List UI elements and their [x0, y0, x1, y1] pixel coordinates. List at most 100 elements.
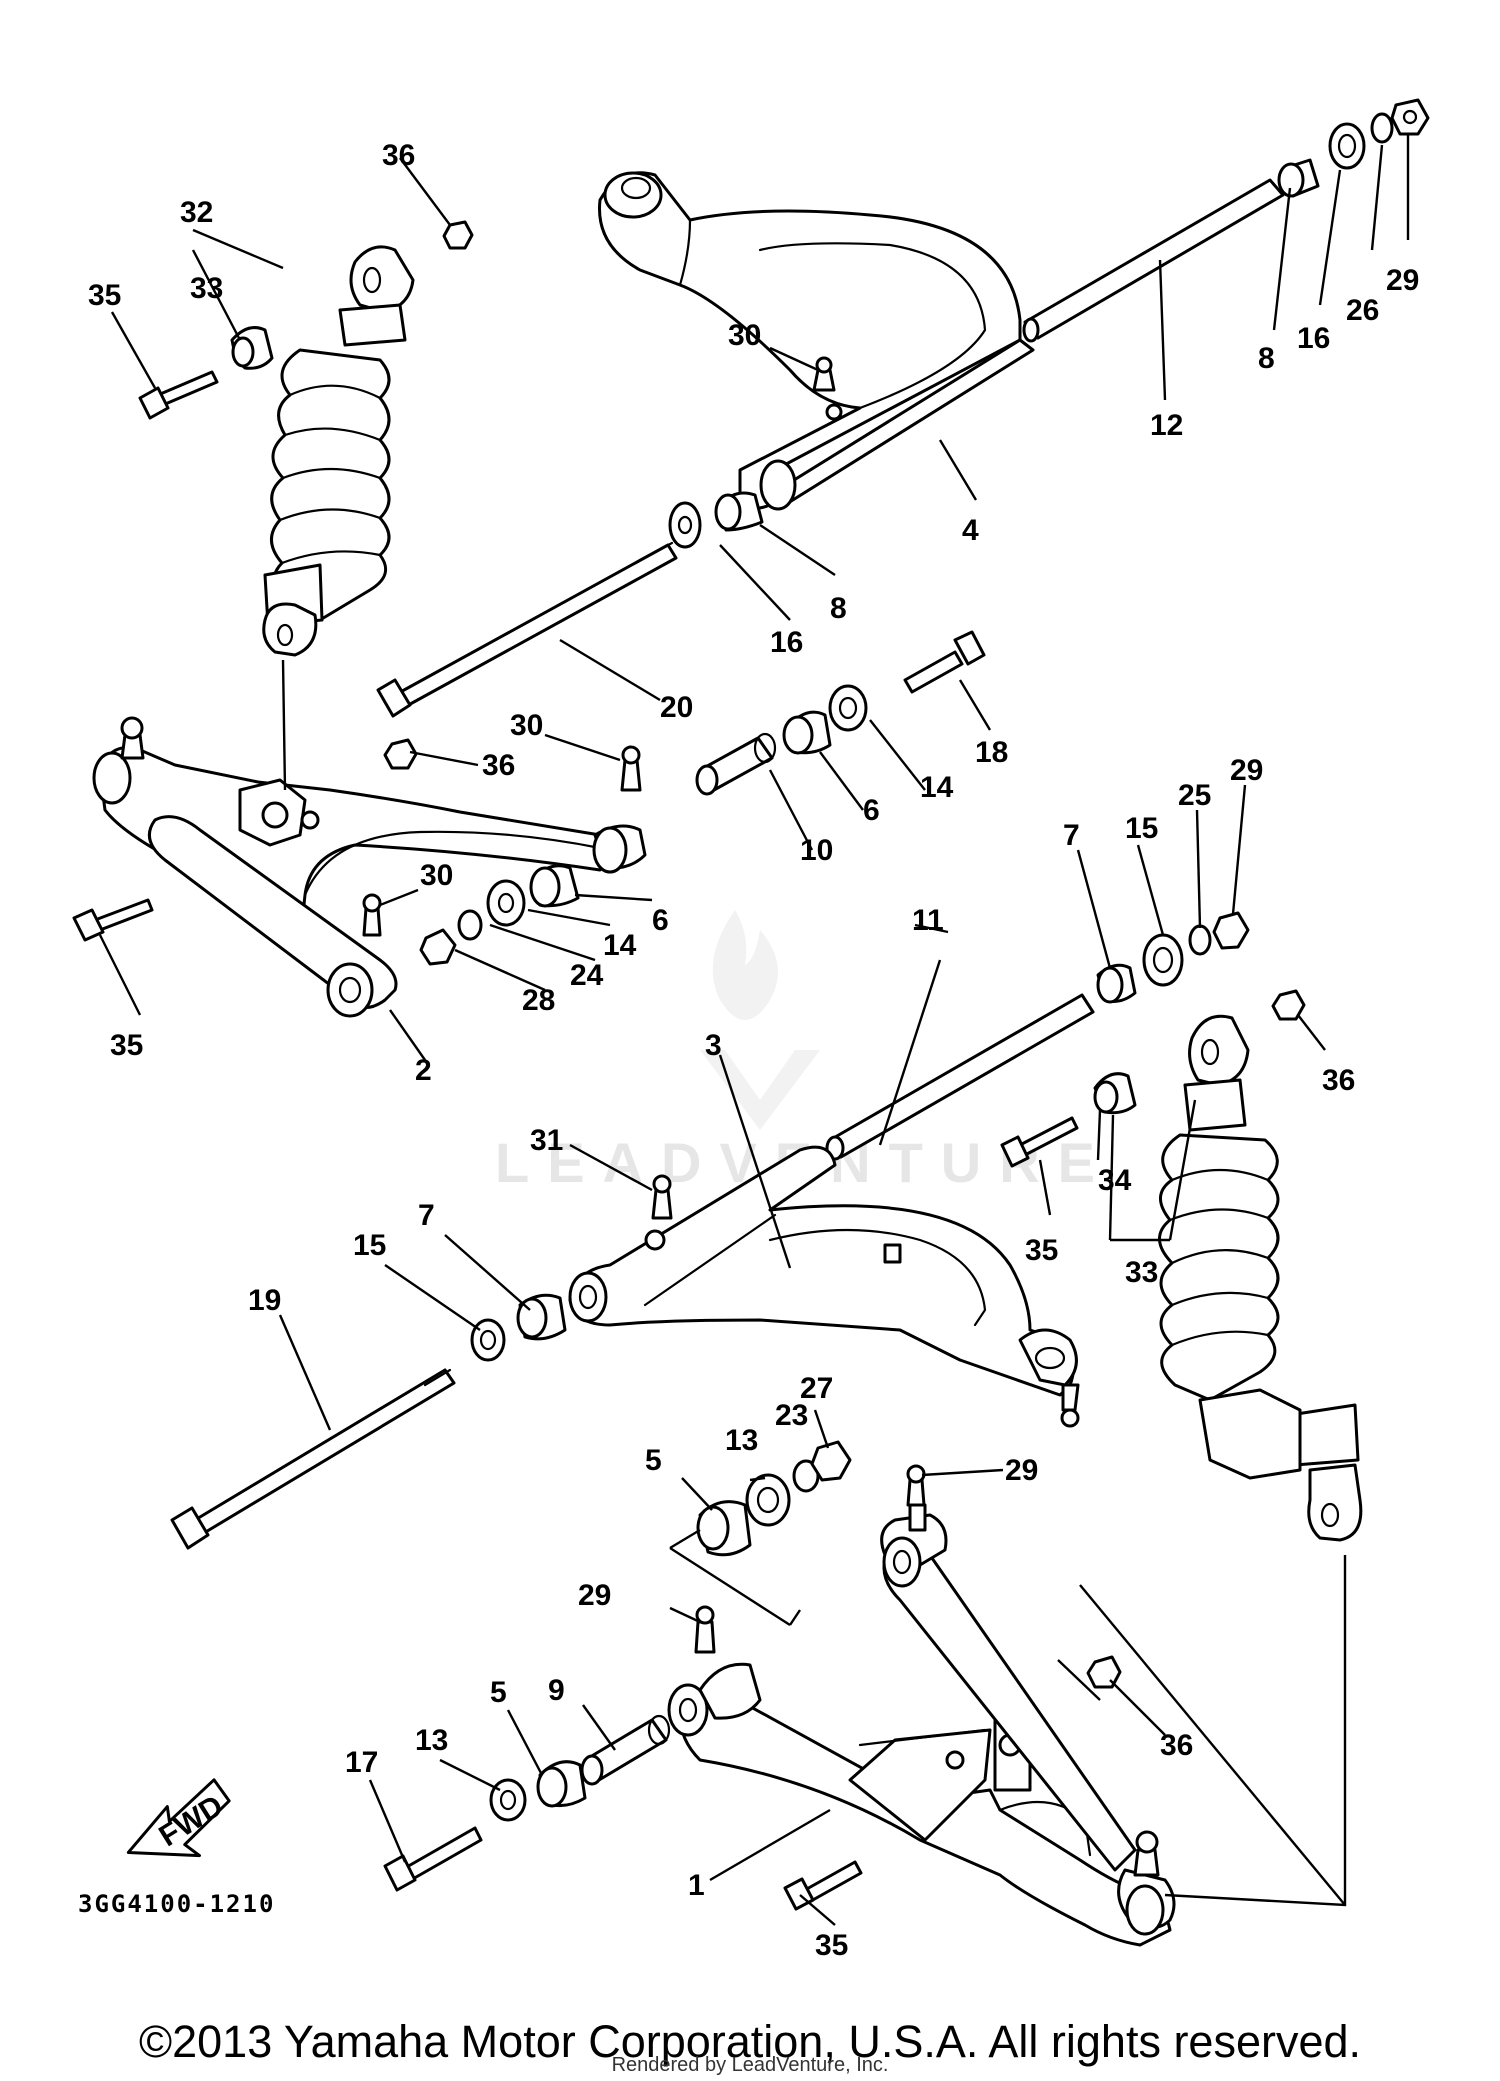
- callout-27: 29: [1230, 754, 1263, 787]
- callout-21: 23: [775, 1399, 808, 1432]
- callout-33-b: 33: [1125, 1256, 1158, 1289]
- callout-5-b: 5: [490, 1676, 507, 1709]
- washer-13-lower[interactable]: [489, 1778, 527, 1822]
- callout-8-b: 8: [830, 592, 847, 625]
- callout-35-c: 35: [1025, 1234, 1058, 1267]
- bush-6-upper[interactable]: [782, 710, 832, 755]
- washer-14-upper[interactable]: [828, 684, 868, 732]
- callout-30-b: 30: [420, 859, 453, 892]
- bush-7-right[interactable]: [1096, 963, 1137, 1004]
- exploded-view-drawing: LEADVENTURE: [72, 98, 1430, 1962]
- callout-1: 1: [688, 1869, 705, 1902]
- callout-19: 19: [248, 1284, 281, 1317]
- bolt-35-lower-left[interactable]: [72, 898, 154, 942]
- nut-26[interactable]: [419, 928, 457, 966]
- callout-15-a: 15: [1125, 812, 1158, 845]
- callout-13-b: 13: [415, 1724, 448, 1757]
- grease-nipple-29-upper[interactable]: [906, 1464, 926, 1507]
- nut-36-bottom[interactable]: [1086, 1655, 1122, 1689]
- copyright-notice: ©2013 Yamaha Motor Corporation, U.S.A. A…: [138, 2016, 1362, 2067]
- callout-6-a: 6: [863, 794, 880, 827]
- callout-36-a: 36: [382, 139, 415, 172]
- shock-absorber-left[interactable]: [262, 245, 415, 657]
- callout-20: 20: [660, 691, 693, 724]
- nut-36-mid-left[interactable]: [383, 738, 418, 770]
- grease-nipple-30-upper[interactable]: [620, 745, 642, 792]
- fwd-arrow-icon: [126, 1778, 231, 1858]
- long-bolt-20[interactable]: [376, 541, 678, 718]
- nut-25[interactable]: [810, 1440, 852, 1482]
- callout-23: 25: [1178, 779, 1211, 812]
- grease-nipple-30-lower[interactable]: [362, 893, 382, 937]
- callout-8-a: 8: [1258, 342, 1275, 375]
- nut-27[interactable]: [1212, 911, 1250, 950]
- callout-29-a: 29: [1005, 1454, 1038, 1487]
- bush-5-upper[interactable]: [696, 1500, 752, 1557]
- nut-36-upper-left[interactable]: [442, 220, 474, 250]
- long-bolt-19[interactable]: [170, 1368, 456, 1550]
- callout-14-b: 14: [603, 929, 637, 962]
- callout-4: 4: [962, 514, 979, 547]
- callout-7-a: 7: [1063, 819, 1080, 852]
- callout-10: 10: [800, 834, 833, 867]
- bush-16-8-left[interactable]: [668, 491, 764, 549]
- bush-34-left[interactable]: [230, 326, 274, 370]
- bolt-17[interactable]: [383, 1826, 483, 1892]
- shaft-12[interactable]: [1022, 178, 1285, 343]
- callout-2: 2: [415, 1054, 432, 1087]
- grease-nipple-29-lower[interactable]: [694, 1605, 716, 1654]
- callout-18: 18: [975, 736, 1008, 769]
- spacer-10[interactable]: [695, 732, 777, 796]
- bolt-18[interactable]: [903, 630, 986, 694]
- bolt-35-right[interactable]: [1000, 1116, 1079, 1168]
- lower-arm-left[interactable]: [92, 716, 647, 1018]
- rendered-by-credit: Rendered by LeadVenture, Inc.: [611, 2054, 889, 2076]
- callout-7-b: 7: [418, 1199, 435, 1232]
- grease-nipple-31[interactable]: [651, 1174, 673, 1220]
- washer-15-left[interactable]: [470, 1318, 506, 1362]
- callout-26: 28: [522, 984, 555, 1017]
- callout-16-b: 16: [770, 626, 803, 659]
- washer-22[interactable]: [457, 909, 483, 941]
- grease-nipple-32[interactable]: [812, 356, 836, 392]
- upper-arm-right[interactable]: [598, 171, 1035, 511]
- bush-5-lower[interactable]: [536, 1760, 587, 1808]
- callout-5-a: 5: [645, 1444, 662, 1477]
- bush-7-left[interactable]: [516, 1293, 567, 1341]
- callout-36-d: 36: [1160, 1729, 1193, 1762]
- callout-29-b: 29: [578, 1579, 611, 1612]
- callout-35-d: 35: [815, 1929, 848, 1962]
- callout-labels: 36 32 33 35 30 12 4 8 16 26 29 16 8 20 1…: [88, 139, 1419, 1962]
- nut-36-right[interactable]: [1271, 989, 1306, 1021]
- callout-22: 24: [570, 959, 604, 992]
- callout-16-a: 16: [1297, 322, 1330, 355]
- bearing-13-upper[interactable]: [745, 1473, 791, 1527]
- washer-23[interactable]: [1188, 924, 1212, 956]
- callout-36-c: 36: [1322, 1064, 1355, 1097]
- callout-14-a: 14: [920, 771, 954, 804]
- callout-17: 17: [345, 1746, 378, 1779]
- upper-arm-left[interactable]: [568, 1145, 1080, 1428]
- callout-32: 30: [728, 319, 761, 352]
- bearing-15-right[interactable]: [1142, 933, 1184, 987]
- shock-absorber-right[interactable]: [1158, 1014, 1363, 1542]
- top-right-hardware[interactable]: [1277, 98, 1430, 198]
- callout-34-a: 33: [190, 272, 223, 305]
- callout-3: 3: [705, 1029, 722, 1062]
- washer-14-lower[interactable]: [486, 879, 526, 927]
- part-code: 3GG4100-1210: [78, 1890, 275, 1918]
- lower-arm-right[interactable]: [667, 1503, 1176, 1947]
- callout-35-a: 35: [88, 279, 121, 312]
- spacer-9[interactable]: [580, 1714, 671, 1786]
- callout-34-b: 34: [1098, 1164, 1132, 1197]
- bush-6-lower[interactable]: [529, 864, 580, 908]
- callout-30-a: 30: [510, 709, 543, 742]
- callout-33-a: 32: [180, 196, 213, 229]
- callout-11: 11: [912, 904, 944, 937]
- bolt-35-bottom[interactable]: [783, 1860, 863, 1911]
- callout-24: 26: [1346, 294, 1379, 327]
- bush-34-right[interactable]: [1093, 1072, 1137, 1115]
- callout-15-b: 15: [353, 1229, 386, 1262]
- bolt-35-upper-left[interactable]: [138, 370, 219, 420]
